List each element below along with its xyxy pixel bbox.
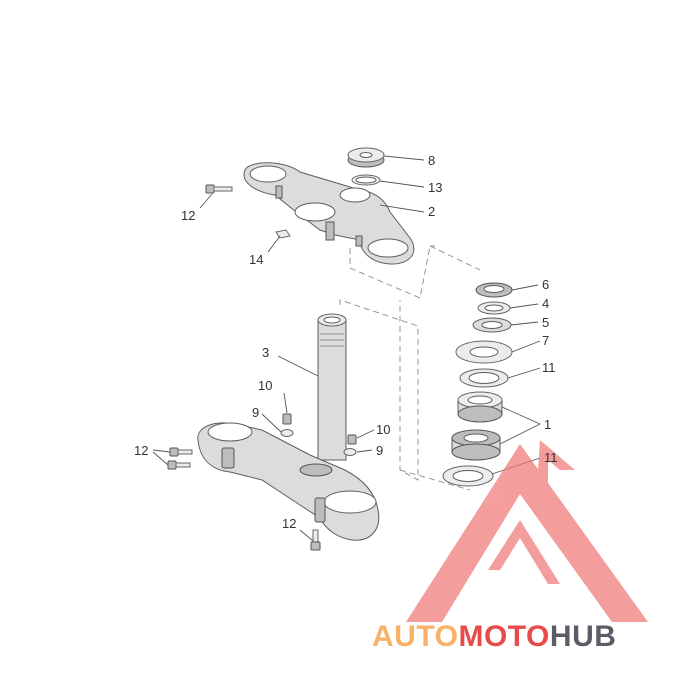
- callout-2: 2: [428, 204, 435, 219]
- callout-12-left: 12: [134, 443, 148, 458]
- callout-8: 8: [428, 153, 435, 168]
- lower-triple-clamp: [197, 422, 380, 541]
- adjuster-ring: [472, 317, 512, 333]
- callout-11-lower: 11: [544, 450, 558, 465]
- steering-stem: [317, 313, 347, 461]
- logo-triangle-mark: [406, 444, 648, 622]
- callout-leaders: [152, 155, 541, 542]
- watermark-moto: MOTO: [458, 620, 549, 653]
- callout-6: 6: [542, 277, 549, 292]
- callout-labels: 8 13 2 12 14 6 4 5 7 11 3 10 9 10 9 1 12…: [134, 153, 558, 531]
- bearing-stack: [442, 282, 513, 487]
- small-plate: [275, 229, 291, 239]
- upper-clamp-bolt: [205, 184, 233, 194]
- upper-triple-clamp: [243, 162, 415, 265]
- watermark-brand: AUTOMOTOHUB: [372, 620, 616, 653]
- lower-clamp-fasteners: [167, 413, 357, 551]
- callout-10-left: 10: [258, 378, 272, 393]
- watermark-hub: HUB: [550, 620, 617, 653]
- watermark-logo: [406, 440, 648, 622]
- callout-13: 13: [428, 180, 442, 195]
- o-ring: [351, 174, 381, 186]
- lower-bearing-race: [442, 465, 494, 487]
- lower-bearing: [451, 429, 501, 461]
- ring-nut: [475, 282, 513, 298]
- upper-bearing: [457, 391, 503, 423]
- callout-7: 7: [542, 333, 549, 348]
- dust-seal: [455, 340, 513, 364]
- lock-washer: [477, 301, 511, 315]
- upper-bearing-race: [459, 368, 509, 388]
- callout-14: 14: [249, 252, 263, 267]
- callout-12-top: 12: [181, 208, 195, 223]
- callout-12-bottom: 12: [282, 516, 296, 531]
- callout-9-left: 9: [252, 405, 259, 420]
- top-nut-cap: [347, 147, 385, 168]
- callout-3: 3: [262, 345, 269, 360]
- callout-11-upper: 11: [542, 360, 556, 375]
- callout-5: 5: [542, 315, 549, 330]
- callout-4: 4: [542, 296, 549, 311]
- assembly-dashed-guides: [339, 245, 481, 491]
- callout-10-right: 10: [376, 422, 390, 437]
- callout-9-right: 9: [376, 443, 383, 458]
- watermark-auto: AUTO: [372, 620, 458, 653]
- callout-1: 1: [544, 417, 551, 432]
